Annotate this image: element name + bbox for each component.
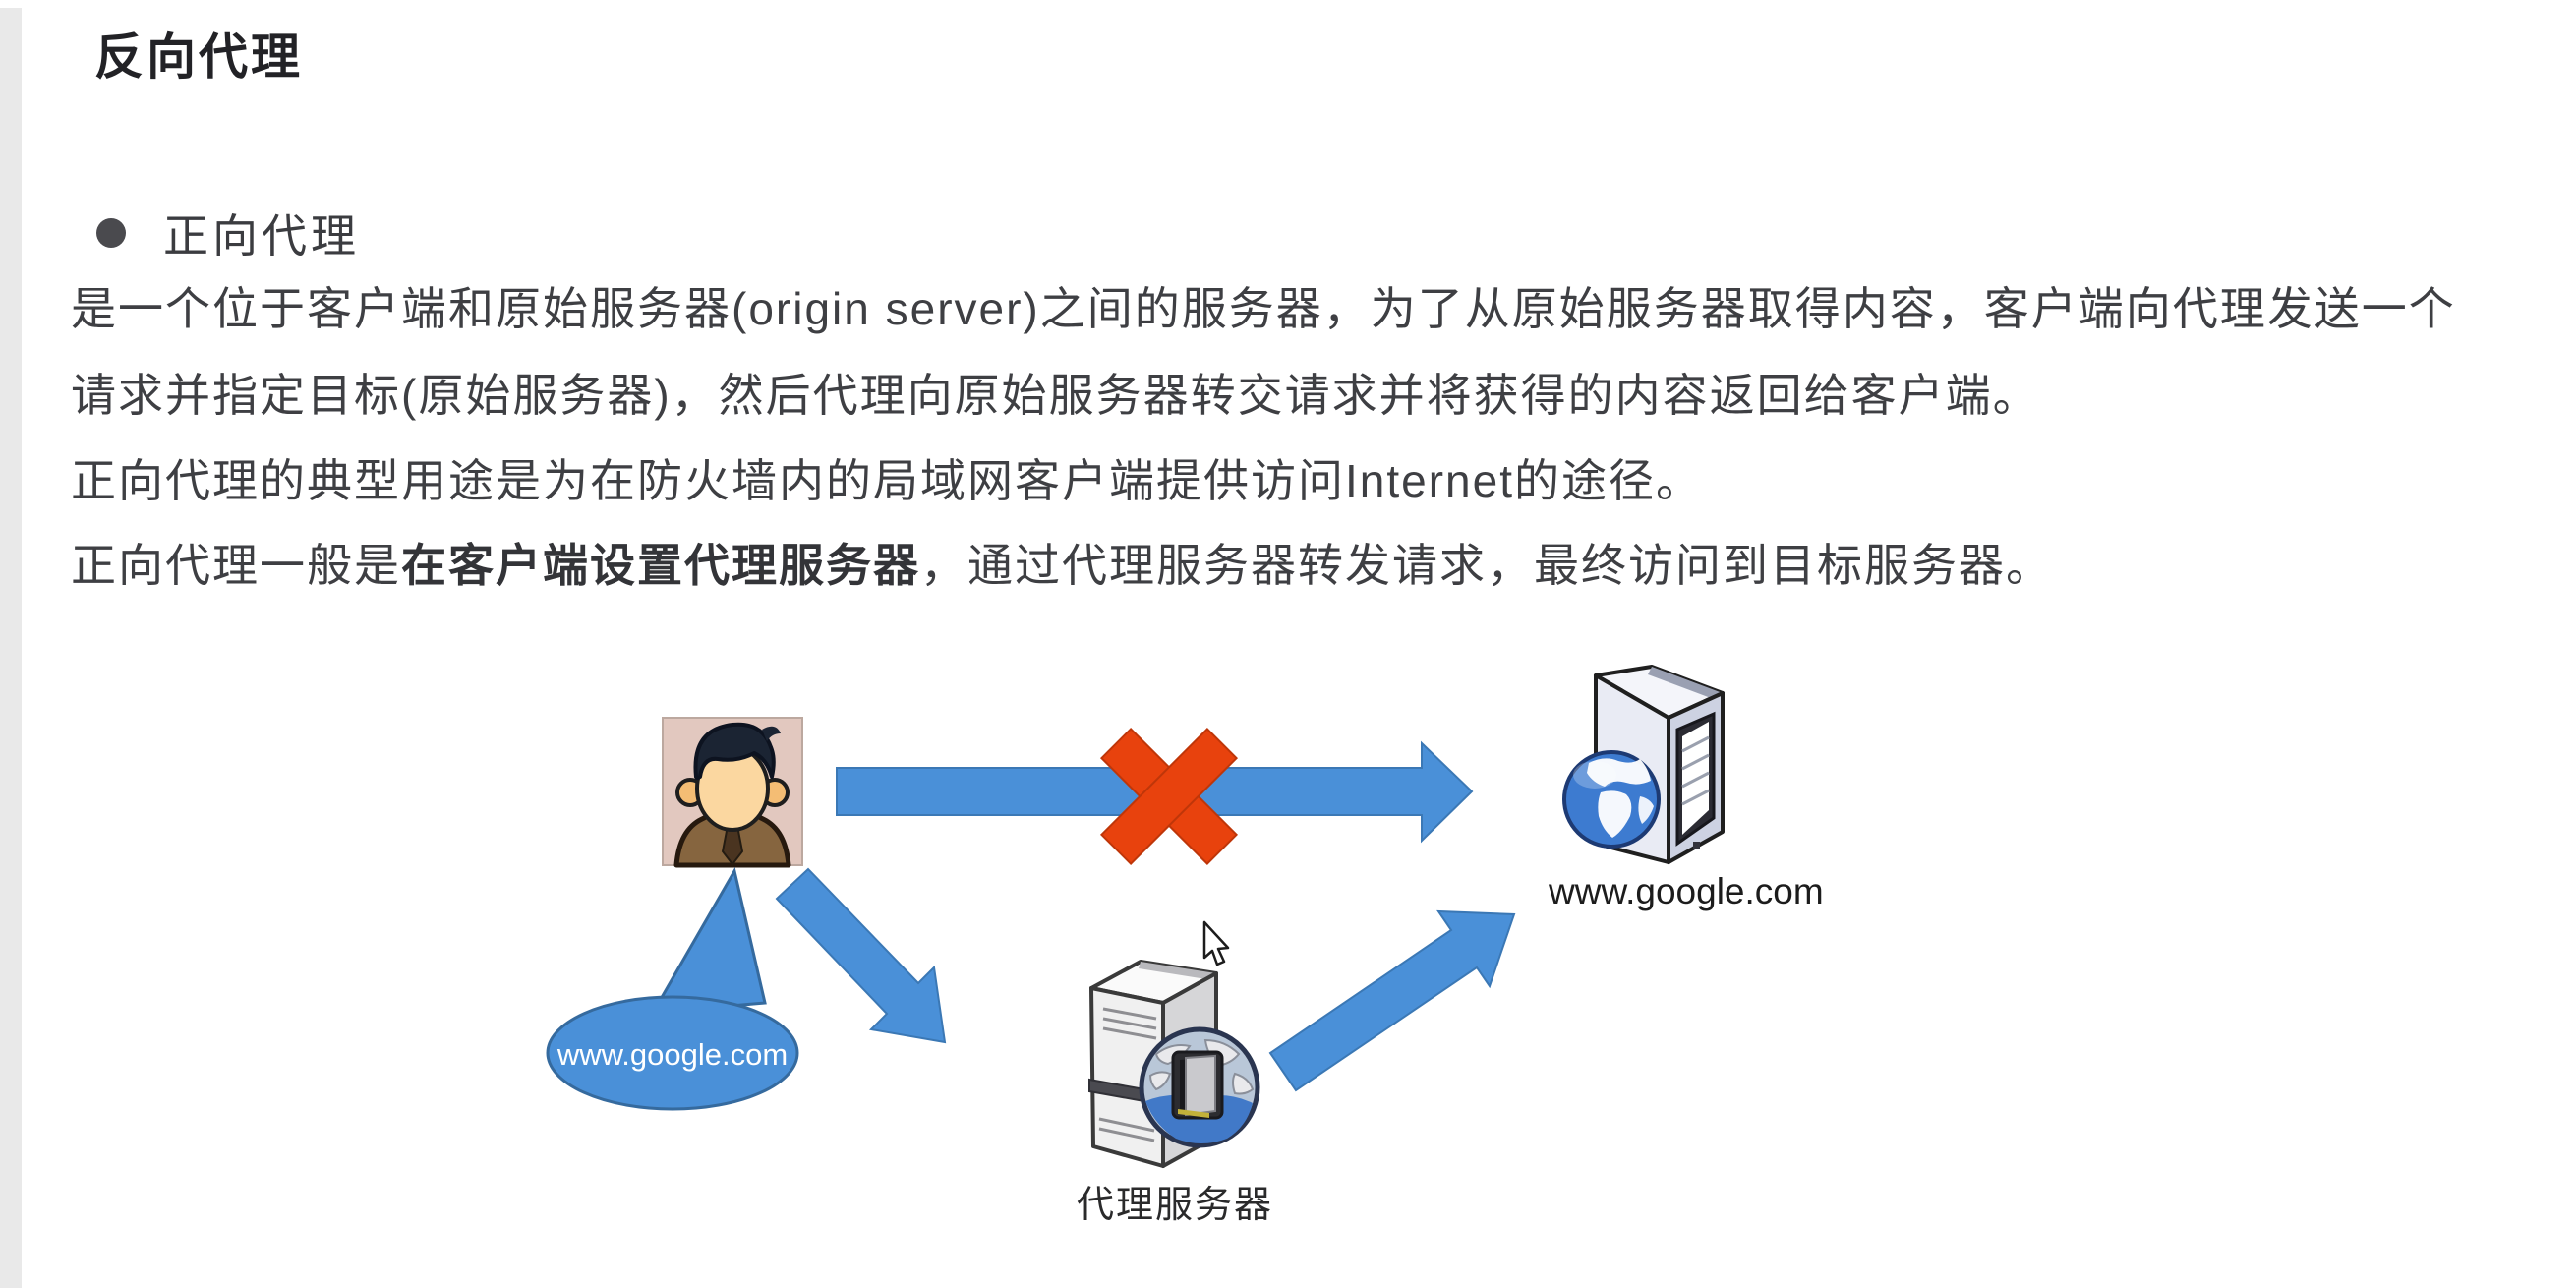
proxy-server-label: 代理服务器 [1077, 1185, 1274, 1226]
paragraph-line: 正向代理的典型用途是为在防火墙内的局域网客户端提供访问Internet的途径。 [71, 455, 1703, 506]
page-title: 反向代理 [94, 29, 303, 85]
client-user-icon [661, 716, 804, 868]
bubble-url-text: www.google.com [556, 1037, 788, 1072]
proxy-globe-icon [1139, 1026, 1260, 1148]
bullet-item-label: 正向代理 [163, 210, 360, 262]
paragraph-line: 是一个位于客户端和原始服务器(origin server)之间的服务器，为了从原… [71, 283, 2456, 334]
proxy-to-origin-arrow [1268, 909, 1516, 1092]
proxy-server-icon [1062, 944, 1278, 1190]
mouse-cursor-icon [1201, 920, 1235, 969]
blocked-cross-icon [1099, 727, 1239, 866]
bullet-icon [96, 218, 126, 248]
client-to-proxy-arrow [775, 867, 947, 1044]
paragraph-line: 正向代理一般是在客户端设置代理服务器，通过代理服务器转发请求，最终访问到目标服务… [71, 540, 2053, 591]
globe-icon [1562, 750, 1661, 849]
origin-server-label: www.google.com [1549, 871, 1824, 911]
left-edge-strip [0, 8, 22, 1288]
target-url-bubble: www.google.com [546, 866, 799, 1111]
bullet-list-item: 正向代理 [96, 201, 360, 265]
paragraph-line: 请求并指定目标(原始服务器)，然后代理向原始服务器转交请求并将获得的内容返回给客… [71, 370, 2040, 421]
origin-server-icon [1553, 649, 1839, 924]
